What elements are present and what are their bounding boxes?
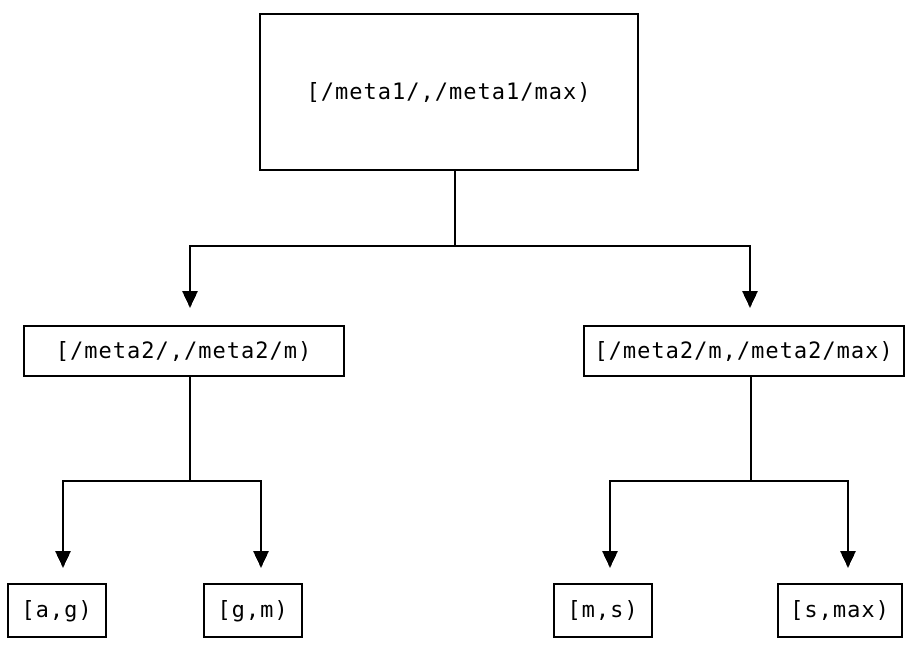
arrowhead-down-icon	[182, 291, 198, 308]
node-leaf-ag: [a,g)	[7, 583, 107, 638]
node-leaf-ms: [m,s)	[553, 583, 653, 638]
node-leaf-ms-label: [m,s)	[567, 598, 639, 623]
node-root-label: [/meta1/,/meta1/max)	[306, 79, 592, 105]
arrowhead-down-icon	[742, 291, 758, 308]
node-right-child-label: [/meta2/m,/meta2/max)	[594, 338, 894, 364]
node-root: [/meta1/,/meta1/max)	[259, 13, 639, 171]
node-left-child-label: [/meta2/,/meta2/m)	[55, 338, 313, 364]
node-right-child: [/meta2/m,/meta2/max)	[583, 325, 905, 377]
node-leaf-gm-label: [g,m)	[217, 598, 289, 623]
node-leaf-ag-label: [a,g)	[21, 598, 93, 623]
node-leaf-smax-label: [s,max)	[790, 598, 890, 623]
arrowhead-down-icon	[55, 551, 71, 568]
node-left-child: [/meta2/,/meta2/m)	[23, 325, 345, 377]
node-leaf-smax: [s,max)	[777, 583, 903, 638]
arrowhead-down-icon	[602, 551, 618, 568]
arrowhead-down-icon	[253, 551, 269, 568]
node-leaf-gm: [g,m)	[203, 583, 303, 638]
arrowhead-down-icon	[840, 551, 856, 568]
